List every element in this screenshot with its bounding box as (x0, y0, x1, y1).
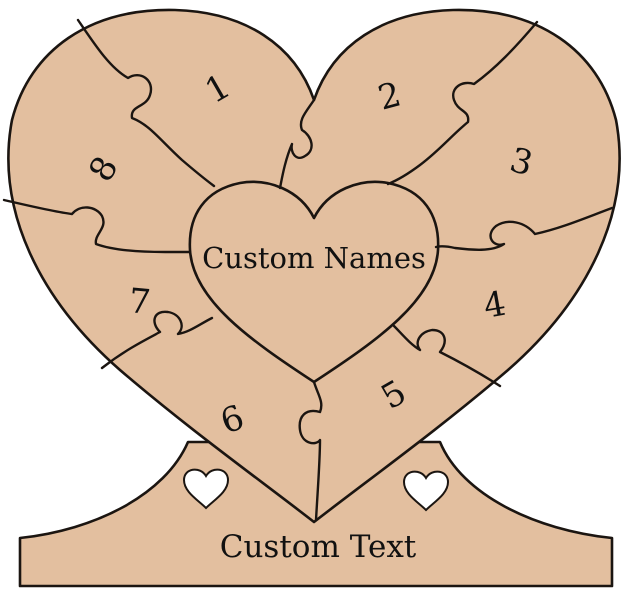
stand-heart-hole-right (402, 470, 450, 512)
puzzle-cut-lines (2, 18, 614, 522)
piece-number-7: 7 (127, 281, 152, 323)
base-custom-text: Custom Text (220, 529, 417, 565)
center-names-text: Custom Names (202, 241, 426, 275)
stand-heart-hole-left (182, 468, 230, 510)
